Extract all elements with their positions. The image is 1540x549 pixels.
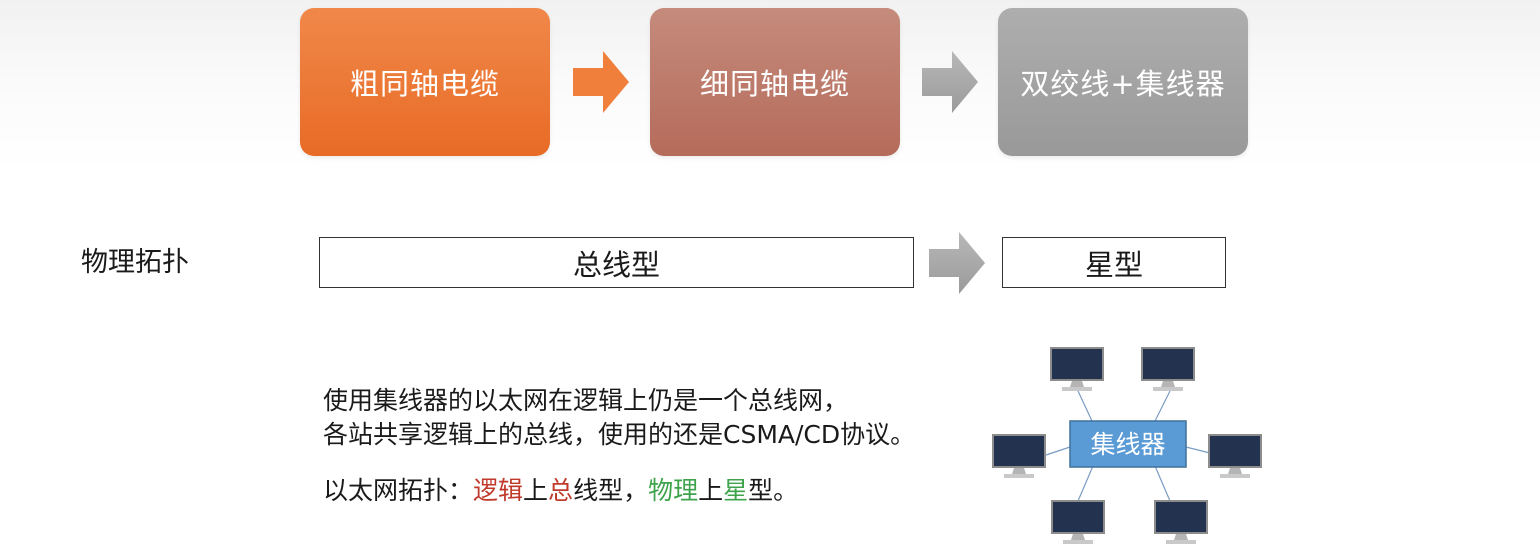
- physical-topology-label: 物理拓扑: [81, 247, 189, 278]
- star-topology-box: 星型: [1002, 237, 1226, 288]
- physical-text: 物理: [648, 476, 699, 505]
- bus-rest-text: 线型，: [573, 476, 649, 505]
- stage-box-thick-coax: 粗同轴电缆: [300, 8, 550, 156]
- description-line-1: 使用集线器的以太网在逻辑上仍是一个总线网，: [323, 386, 849, 415]
- arrow-right-icon: [573, 51, 629, 113]
- computer-icon: [1154, 500, 1208, 544]
- computer-icon: [1208, 434, 1262, 478]
- hub-links: [1045, 390, 1211, 502]
- summary-prefix: 以太网拓扑：: [323, 476, 474, 505]
- computer-icon: [1141, 347, 1195, 391]
- computer-icon: [992, 434, 1046, 478]
- description-line-2: 各站共享逻辑上的总线，使用的还是CSMA/CD协议。: [323, 420, 916, 449]
- stage-box-twisted-pair-hub: 双绞线+集线器: [998, 8, 1248, 156]
- bus-topology-box: 总线型: [319, 237, 914, 288]
- stage-box-thin-coax: 细同轴电缆: [650, 8, 900, 156]
- logical-text: 逻辑: [473, 476, 524, 505]
- arrow-right-icon: [922, 51, 978, 113]
- computer-icon: [1050, 347, 1104, 391]
- on-text: 上: [698, 476, 724, 505]
- hub-box: [1069, 420, 1187, 468]
- on-text: 上: [523, 476, 549, 505]
- star-rest-text: 型。: [748, 476, 799, 505]
- star-network-diagram: 集线器: [992, 347, 1262, 544]
- computer-icon: [1051, 500, 1105, 544]
- arrow-right-icon: [929, 232, 985, 294]
- star-char: 星: [723, 476, 749, 505]
- bus-char: 总: [548, 476, 574, 505]
- hub-label: 集线器: [1090, 430, 1165, 459]
- ethernet-topology-summary: 以太网拓扑：逻辑上总线型，物理上星型。: [323, 474, 798, 508]
